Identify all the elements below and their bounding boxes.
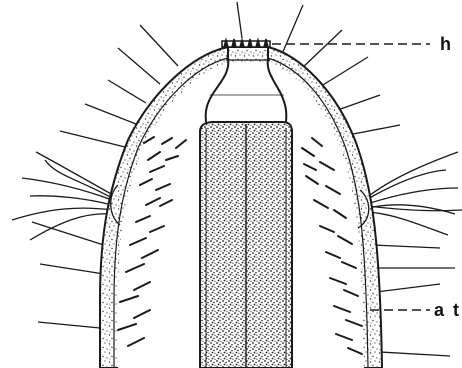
apical-teeth (222, 39, 270, 47)
pharynx (200, 122, 292, 368)
label-h: h (440, 34, 453, 54)
label-at: a t (434, 300, 461, 320)
